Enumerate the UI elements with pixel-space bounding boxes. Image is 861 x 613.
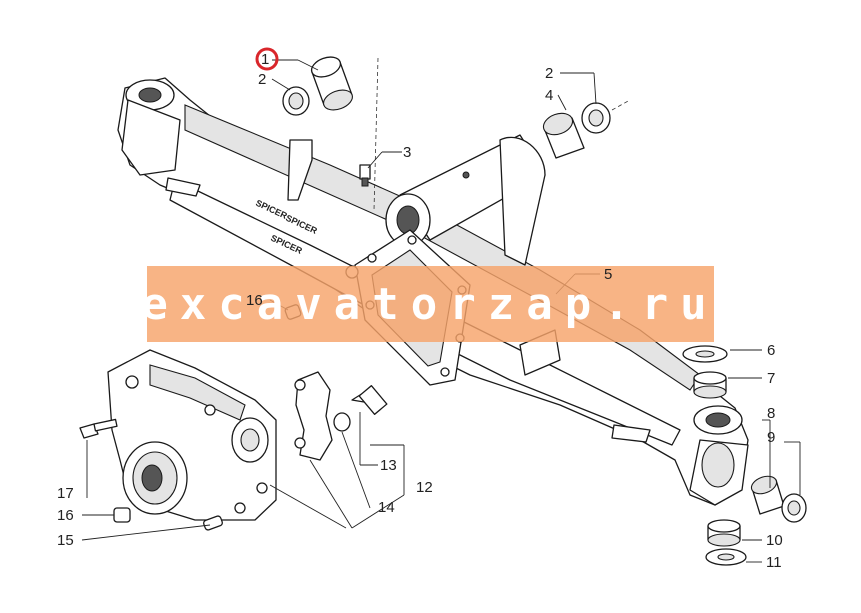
watermark: excavatorzap.ru (141, 266, 718, 342)
callout-11: 11 (766, 554, 782, 571)
axle-support-housing[interactable] (107, 349, 277, 521)
callout-7: 7 (767, 370, 775, 387)
part-13-bolt[interactable] (351, 385, 388, 415)
part-12-clamp[interactable] (294, 371, 333, 461)
callout-13: 13 (380, 457, 397, 474)
callout-2-right: 2 (545, 65, 553, 82)
callout-3: 3 (403, 144, 411, 161)
part-11-washer[interactable] (705, 548, 747, 566)
callout-10: 10 (766, 532, 783, 549)
part-8-bushing[interactable] (749, 473, 785, 515)
part-2-washer-right[interactable] (581, 102, 611, 134)
part-17-bolt[interactable] (79, 418, 118, 439)
callout-4: 4 (545, 87, 553, 104)
callout-9: 9 (767, 429, 775, 446)
callout-14: 14 (378, 499, 395, 516)
callout-1: 1 (261, 51, 269, 68)
callout-12: 12 (416, 479, 433, 496)
callout-2-left: 2 (258, 71, 266, 88)
part-7-bushing[interactable] (693, 371, 727, 399)
part-6-washer[interactable] (682, 345, 728, 363)
callout-1-highlight-ring (255, 47, 279, 71)
callout-5: 5 (604, 266, 612, 283)
part-16-plug-lower[interactable] (113, 507, 131, 523)
part-2-washer-left[interactable] (282, 86, 310, 116)
callout-labels: 1 2 2 3 4 5 6 7 8 9 10 11 12 13 14 15 16… (57, 47, 783, 571)
callout-16-upper: 16 (246, 292, 263, 309)
part-1-bushing[interactable] (309, 53, 355, 113)
callout-17: 17 (57, 485, 74, 502)
callout-6: 6 (767, 342, 775, 359)
callout-16-lower: 16 (57, 507, 74, 524)
part-3-grease-fitting[interactable] (359, 164, 371, 187)
callout-15: 15 (57, 532, 74, 549)
watermark-text: excavatorzap.ru (141, 279, 718, 330)
callout-8: 8 (767, 405, 775, 422)
part-10-bushing[interactable] (707, 519, 741, 547)
part-14-washer[interactable] (333, 412, 351, 432)
part-9-washer[interactable] (781, 493, 807, 523)
part-4-bushing[interactable] (540, 109, 585, 159)
